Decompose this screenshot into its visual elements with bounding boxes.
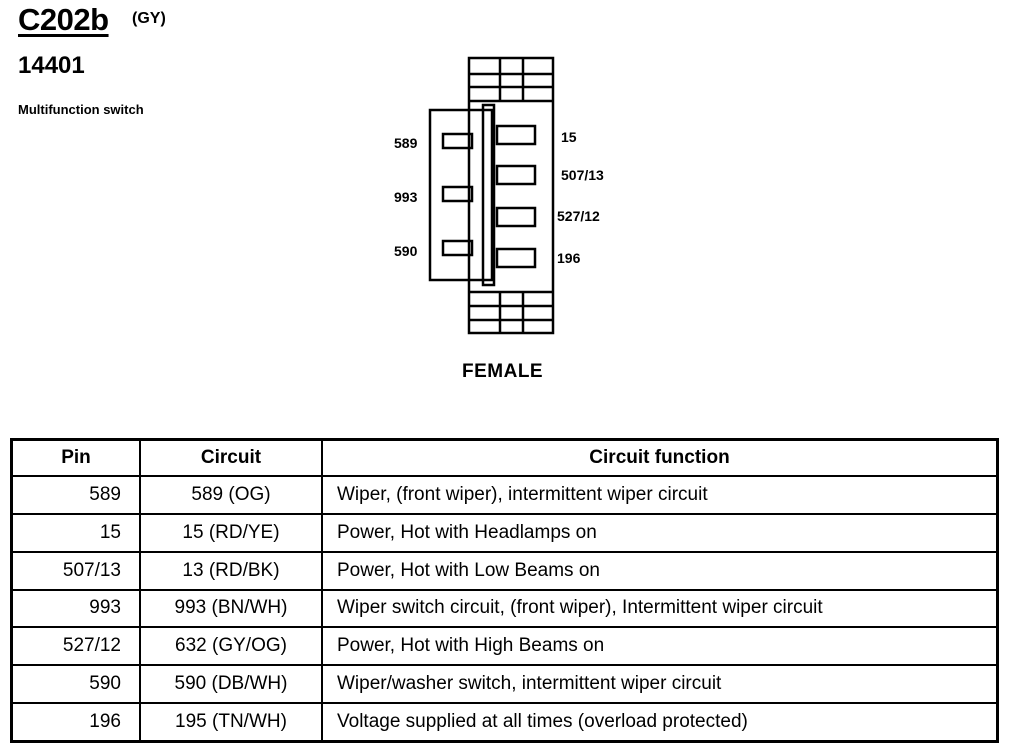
table-header-row: Pin Circuit Circuit function — [10, 438, 999, 477]
pin-cell: 589 — [10, 475, 141, 515]
pin-cell: 507/13 — [10, 550, 141, 591]
circuit-cell: 993 (BN/WH) — [139, 588, 323, 629]
table-row: 993 993 (BN/WH) Wiper switch circuit, (f… — [10, 588, 999, 629]
connector-latch — [481, 103, 496, 287]
connector-side-housing — [428, 108, 494, 282]
connector-id: C202b — [18, 2, 109, 37]
pin-label: 507/13 — [561, 167, 604, 183]
pin-cavity-527-12 — [495, 206, 537, 228]
pin-cell: 590 — [10, 664, 141, 705]
table-row: 15 15 (RD/YE) Power, Hot with Headlamps … — [10, 512, 999, 553]
pin-cell: 15 — [10, 512, 141, 553]
pin-cavity-590 — [441, 239, 474, 257]
pin-cavity-196 — [495, 247, 537, 269]
table-row: 196 195 (TN/WH) Voltage supplied at all … — [10, 702, 999, 743]
circuit-cell: 15 (RD/YE) — [139, 512, 323, 553]
pin-cavity-507-13 — [495, 164, 537, 186]
pin-label: 527/12 — [557, 208, 600, 224]
function-cell: Power, Hot with Low Beams on — [321, 550, 999, 591]
connector-face-diagram: 589 993 590 15 507/13 527/12 196 — [394, 56, 604, 335]
table-row: 527/12 632 (GY/OG) Power, Hot with High … — [10, 626, 999, 667]
function-cell: Wiper switch circuit, (front wiper), Int… — [321, 588, 999, 629]
pinout-table: Pin Circuit Circuit function 589 589 (OG… — [10, 438, 999, 743]
circuit-cell: 13 (RD/BK) — [139, 550, 323, 591]
connector-body — [467, 56, 555, 335]
circuit-cell: 589 (OG) — [139, 475, 323, 515]
pin-label: 590 — [394, 243, 418, 259]
table-row: 590 590 (DB/WH) Wiper/washer switch, int… — [10, 664, 999, 705]
table-row: 589 589 (OG) Wiper, (front wiper), inter… — [10, 475, 999, 515]
function-cell: Power, Hot with Headlamps on — [321, 512, 999, 553]
pin-label: 993 — [394, 189, 418, 205]
circuit-cell: 195 (TN/WH) — [139, 702, 323, 743]
pin-label: 589 — [394, 135, 418, 151]
function-cell: Wiper/washer switch, intermittent wiper … — [321, 664, 999, 705]
pin-label: 15 — [561, 129, 577, 145]
connector-gender-label: FEMALE — [462, 361, 544, 382]
circuit-cell: 590 (DB/WH) — [139, 664, 323, 705]
pin-cavity-589 — [441, 132, 474, 150]
column-header-function: Circuit function — [321, 438, 999, 477]
function-cell: Wiper, (front wiper), intermittent wiper… — [321, 475, 999, 515]
pin-cell: 196 — [10, 702, 141, 743]
column-header-pin: Pin — [10, 438, 141, 477]
function-cell: Voltage supplied at all times (overload … — [321, 702, 999, 743]
pin-cavity-993 — [441, 185, 474, 203]
pin-cavity-15 — [495, 124, 537, 146]
table-row: 507/13 13 (RD/BK) Power, Hot with Low Be… — [10, 550, 999, 591]
component-description: Multifunction switch — [18, 102, 144, 117]
connector-color-code: (GY) — [132, 10, 166, 27]
pin-cell: 527/12 — [10, 626, 141, 667]
function-cell: Power, Hot with High Beams on — [321, 626, 999, 667]
pin-cell: 993 — [10, 588, 141, 629]
column-header-circuit: Circuit — [139, 438, 323, 477]
part-number: 14401 — [18, 52, 85, 79]
pin-label: 196 — [557, 250, 581, 266]
circuit-cell: 632 (GY/OG) — [139, 626, 323, 667]
